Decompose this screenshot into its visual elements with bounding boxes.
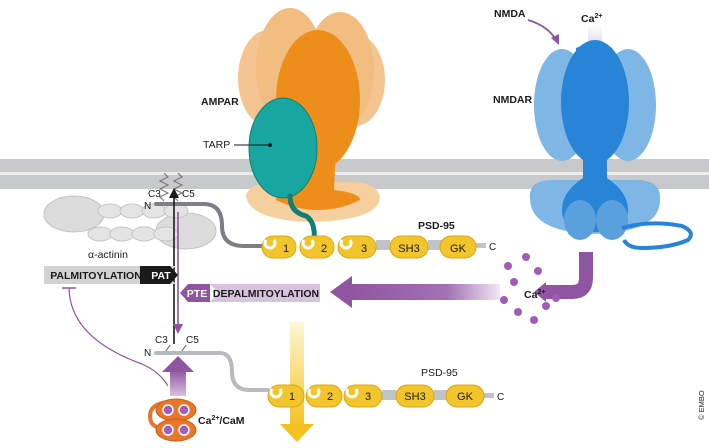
calcium-top-sup: 2+: [594, 13, 602, 20]
psd95-bottom-domain: [343, 384, 383, 408]
palmitoylation-arrow: [169, 188, 179, 344]
n-bottom-label: N: [144, 348, 151, 359]
palmitoylation-box: [44, 266, 178, 284]
calcium-ions: [500, 253, 560, 324]
calcium-top-label: Ca2+: [581, 13, 602, 25]
psd95-top-domain: [389, 235, 429, 259]
c-bottom-label: C: [497, 392, 504, 403]
alpha-actinin-label: α-actinin: [88, 249, 128, 261]
calcium-top-text: Ca: [581, 13, 595, 25]
palmitoyl-stub-bottom: [165, 344, 187, 352]
c5-top-label: C5: [182, 189, 195, 200]
calmodulin-complex: [147, 398, 197, 442]
alpha-actinin: [43, 195, 217, 250]
pat-label: PAT: [151, 270, 171, 282]
psd95-top: 1 2 3 SH3 GK: [261, 235, 486, 259]
c3-bottom-label: C3: [155, 335, 168, 346]
psd95-top-domain-gk: GK: [450, 243, 467, 255]
psd95-top-domain-2: 2: [321, 243, 327, 255]
psd95-bottom-domain: [445, 384, 485, 408]
calcium-cam-suffix: /CaM: [219, 415, 244, 427]
ampar-label: AMPAR: [201, 96, 239, 108]
psd95-bottom: 1 2 3 SH3 GK: [267, 384, 494, 408]
calcium-mid-label: Ca2+: [524, 289, 545, 301]
nmda-label: NMDA: [494, 8, 526, 20]
calcium-cam-text: Ca: [198, 415, 212, 427]
calcium-cam-label: Ca2+/CaM: [198, 415, 245, 427]
calcium-mid-sup: 2+: [537, 289, 545, 296]
calcium-mid-text: Ca: [524, 289, 538, 301]
psd95-bottom-domain: [267, 384, 305, 408]
psd95-bottom-domain-gk: GK: [457, 391, 474, 403]
psd95-bottom-domain-sh3: SH3: [404, 391, 425, 403]
psd95-top-domain: [261, 235, 297, 259]
tarp-label: TARP: [203, 139, 230, 151]
depalmitoylation-label: DEPALMITOYLATION: [213, 288, 319, 300]
psd95-top-domain: [439, 235, 477, 259]
depalmitoylation-arrow: [173, 212, 183, 334]
psd95-bottom-domain-3: 3: [365, 391, 371, 403]
psd95-bottom-label: PSD-95: [421, 367, 458, 379]
tarp-protein: [234, 97, 318, 245]
nmdar-receptor: [529, 24, 693, 251]
psd95-top-domain-1: 1: [283, 243, 289, 255]
c-top-label: C: [489, 242, 496, 253]
n-top-label: N: [144, 201, 151, 212]
palmitoylation-label: PALMITOYLATION: [50, 270, 142, 282]
c3-top-label: C3: [148, 189, 161, 200]
psd95-top-domain-3: 3: [361, 243, 367, 255]
calcium-signal-arrow: [330, 252, 593, 308]
psd95-top-domain: [337, 235, 377, 259]
psd95-top-domain-sh3: SH3: [398, 243, 419, 255]
cam-up-arrow: [162, 356, 194, 396]
psd95-bottom-domain-2: 2: [327, 391, 333, 403]
depalmitoylation-box: [180, 284, 320, 302]
copyright-label: © EMBO: [697, 390, 706, 420]
pte-label: PTE: [187, 288, 207, 300]
psd95-top-label: PSD-95: [418, 220, 455, 232]
psd95-top-linker: [154, 202, 264, 248]
psd95-top-domain: [299, 235, 335, 259]
psd95-bottom-domain: [395, 384, 435, 408]
palmitoylation-inhibition: [62, 287, 169, 387]
calcium-cam-sup: 2+: [211, 415, 219, 422]
nmda-binding-arrow: [527, 19, 557, 41]
psd95-bottom-linker: [154, 351, 270, 392]
translocation-arrow: [280, 322, 314, 442]
c5-bottom-label: C5: [186, 335, 199, 346]
psd95-bottom-domain: [305, 384, 343, 408]
nmdar-label: NMDAR: [493, 94, 532, 106]
psd95-bottom-domain-1: 1: [289, 391, 295, 403]
nmda-arrowhead: [551, 34, 559, 45]
